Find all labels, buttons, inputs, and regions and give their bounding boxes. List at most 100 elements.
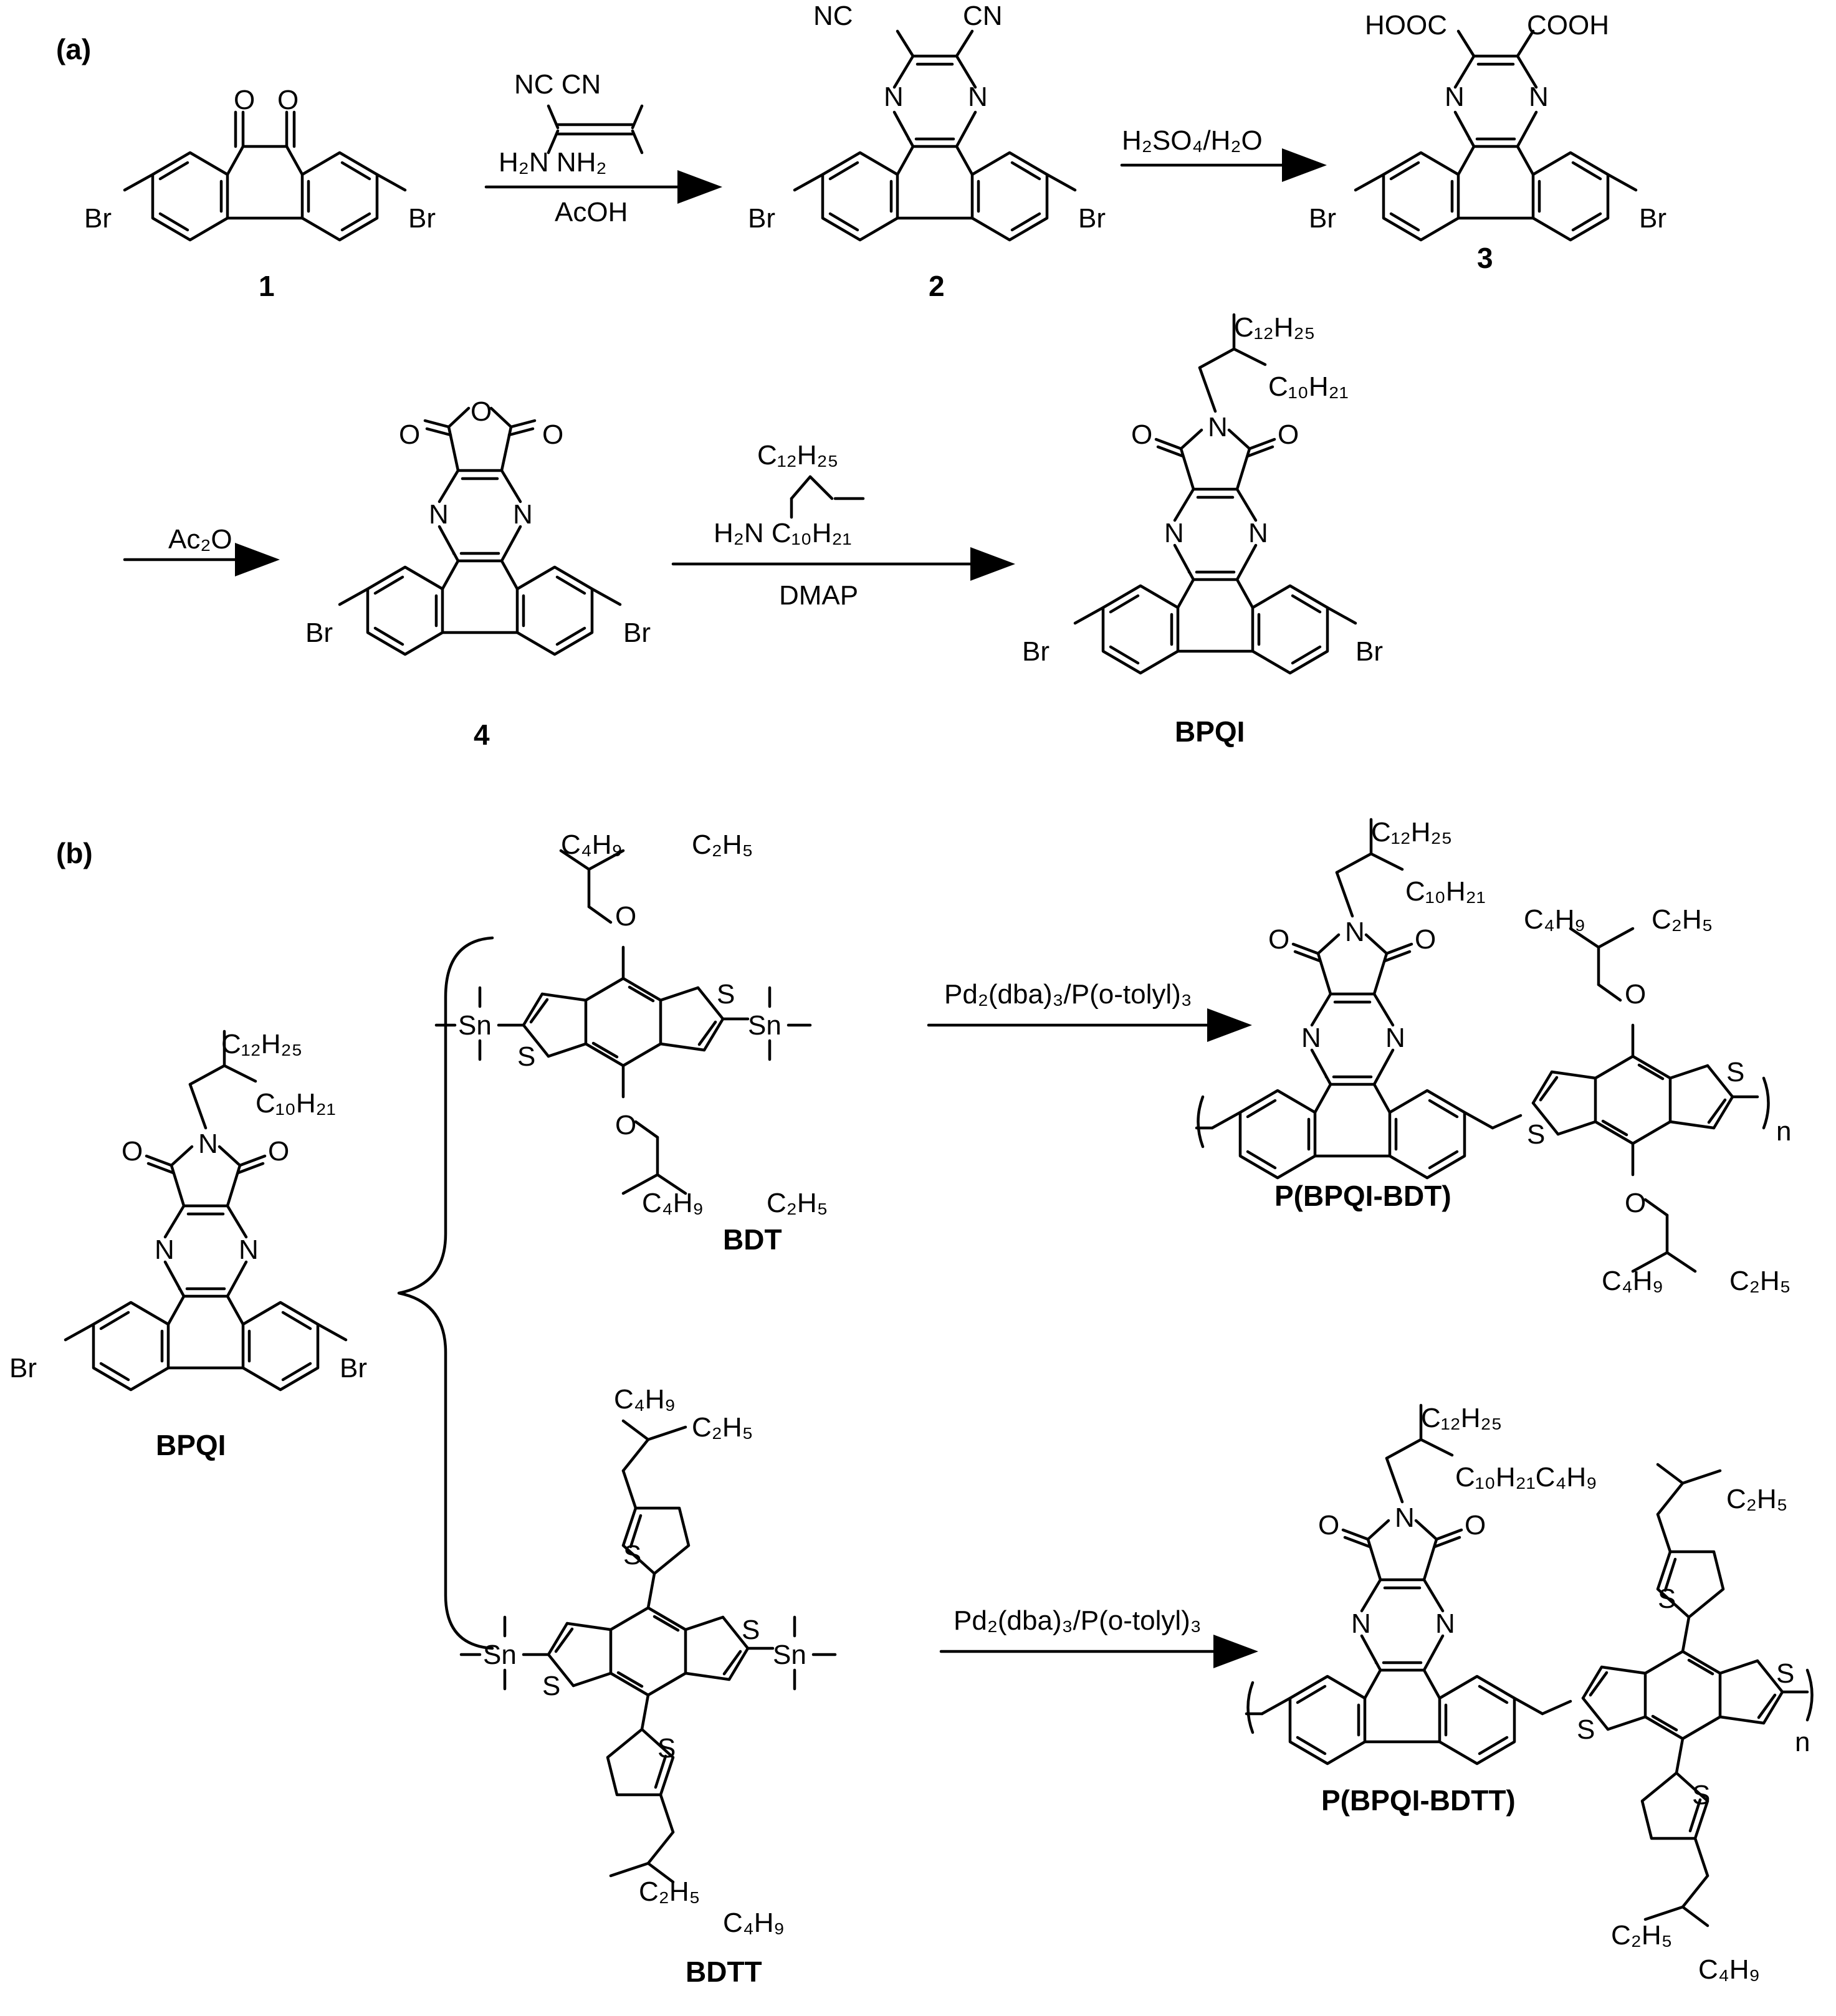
atom-o: O — [122, 1136, 143, 1167]
atom-s: S — [1577, 1714, 1595, 1745]
atom-n: N — [1345, 917, 1365, 947]
atom-s: S — [1692, 1780, 1710, 1810]
atom-o: O — [1415, 924, 1436, 955]
compound-2-structure — [795, 29, 1075, 240]
atom-sn: Sn — [458, 1010, 492, 1041]
bdt-structure — [497, 849, 750, 1195]
atom-o: O — [615, 901, 636, 932]
bpqi-b-label: BPQI — [156, 1429, 226, 1461]
atom-n: N — [513, 499, 533, 530]
reagent-2-top: H₂SO₄/H₂O — [1122, 125, 1263, 156]
atom-n: N — [968, 82, 988, 112]
polymer-bracket-right — [1805, 1668, 1814, 1722]
atom-br: Br — [1639, 203, 1666, 234]
reagent-1-mid: H₂N NH₂ — [499, 147, 607, 178]
atom-o: O — [615, 1110, 636, 1140]
atom-c12h25: C₁₂H₂₅ — [221, 1029, 302, 1059]
atom-n: N — [1445, 82, 1465, 112]
atom-o: O — [399, 419, 420, 450]
atom-br: Br — [340, 1353, 367, 1383]
atom-s: S — [1776, 1658, 1794, 1689]
atom-n: N — [1529, 82, 1549, 112]
compound-3-label: 3 — [1477, 242, 1493, 274]
atom-s: S — [1658, 1584, 1676, 1614]
atom-c12h25: C₁₂H₂₅ — [1371, 817, 1452, 848]
atom-br: Br — [1078, 203, 1106, 234]
atom-s: S — [717, 979, 735, 1010]
atom-c4h9: C₄H₉ — [723, 1908, 785, 1938]
atom-n: N — [1351, 1608, 1371, 1639]
atom-n: N — [1208, 412, 1228, 442]
atom-c10h21: C₁₀H₂₁ — [1268, 371, 1349, 402]
atom-sn: Sn — [483, 1640, 517, 1670]
atom-o: O — [1131, 419, 1152, 450]
bpqi-b-structure — [65, 1029, 346, 1390]
atom-o: O — [1268, 924, 1289, 955]
atom-n: N — [1301, 1023, 1321, 1053]
atom-o: O — [1625, 979, 1646, 1010]
panel-b-label: (b) — [56, 837, 93, 869]
compound-2-label: 2 — [929, 270, 945, 302]
atom-c4h9: C₄H₉ — [614, 1384, 676, 1415]
compound-3-structure — [1355, 29, 1636, 240]
atom-c2h5: C₂H₅ — [692, 1412, 753, 1443]
atom-c12h25: C₁₂H₂₅ — [1234, 312, 1315, 343]
atom-c2h5: C₂H₅ — [767, 1188, 828, 1218]
atom-s: S — [517, 1041, 535, 1072]
p-bpqi-bdtt-label: P(BPQI-BDTT) — [1321, 1784, 1516, 1817]
compound-1-label: 1 — [259, 270, 275, 302]
atom-o: O — [268, 1136, 289, 1167]
atom-c4h9: C₄H₉ — [561, 829, 623, 860]
reagent-6-top: Pd₂(dba)₃/P(o-tolyl)₃ — [954, 1605, 1202, 1636]
atom-hooc: HOOC — [1365, 10, 1447, 41]
atom-br: Br — [408, 203, 436, 234]
bdtt-label: BDTT — [686, 1956, 762, 1988]
atom-c2h5: C₂H₅ — [692, 829, 753, 860]
atom-br: Br — [748, 203, 775, 234]
atom-n-sub: n — [1795, 1727, 1810, 1757]
compound-4-structure — [340, 406, 620, 654]
p-bpqi-bdt-label: P(BPQI-BDT) — [1274, 1180, 1451, 1212]
bdt-label: BDT — [723, 1223, 782, 1256]
atom-c2h5: C₂H₅ — [639, 1876, 700, 1907]
atom-o: O — [1625, 1188, 1646, 1218]
bpqi-a-structure — [1075, 313, 1355, 673]
atom-o: O — [471, 396, 492, 427]
p-bdt-donor — [1533, 927, 1759, 1273]
atom-o: O — [234, 85, 255, 115]
atom-n-sub: n — [1776, 1116, 1791, 1147]
reagent-1-top: NC CN — [514, 69, 601, 100]
atom-o: O — [1278, 419, 1299, 450]
atom-n: N — [1385, 1023, 1405, 1053]
atom-c4h9: C₄H₉ — [642, 1188, 704, 1218]
compound-4-label: 4 — [474, 719, 490, 751]
reagent-4-top2: H₂N C₁₀H₂₁ — [714, 518, 851, 548]
atom-n: N — [1164, 518, 1184, 548]
atom-s: S — [742, 1615, 760, 1645]
polymer-bracket-left — [1246, 1681, 1255, 1734]
reagent-5-top: Pd₂(dba)₃/P(o-tolyl)₃ — [944, 979, 1192, 1010]
atom-c4h9: C₄H₉ — [1524, 904, 1585, 935]
bpqi-a-label: BPQI — [1175, 715, 1245, 748]
atom-cooh: COOH — [1527, 10, 1609, 41]
atom-n: N — [1248, 518, 1268, 548]
atom-s: S — [623, 1540, 641, 1570]
brace — [397, 936, 494, 1650]
atom-o: O — [1318, 1510, 1339, 1541]
bdtt-structure — [522, 1419, 775, 1884]
p-bpqi-bdt-structure — [1195, 818, 1523, 1178]
atom-c2h5: C₂H₅ — [1729, 1266, 1791, 1296]
atom-n: N — [239, 1235, 259, 1265]
atom-c4h9: C₄H₉ — [1602, 1266, 1663, 1296]
reagent-4-top1: C₁₂H₂₅ — [757, 440, 838, 471]
atom-c2h5: C₂H₅ — [1611, 1920, 1672, 1951]
atom-br: Br — [9, 1353, 37, 1383]
compound-1-structure — [125, 110, 405, 240]
reagent-3-top: Ac₂O — [168, 524, 232, 555]
atom-cn: CN — [963, 1, 1003, 31]
atom-br: Br — [1022, 636, 1049, 667]
atom-n: N — [155, 1235, 175, 1265]
atom-n: N — [1435, 1608, 1455, 1639]
p-bdtt-donor — [1583, 1463, 1809, 1928]
